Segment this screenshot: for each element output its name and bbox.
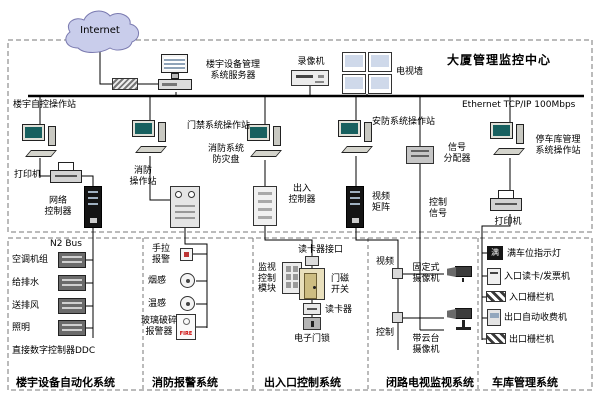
heat-label: 温感 (148, 299, 167, 309)
network-controller-label: 网络 控制器 (44, 196, 72, 217)
fire-alarm-box-icon: FIRE (176, 314, 196, 340)
door-lock-icon (303, 317, 321, 330)
fixed-camera-label: 固定式 摄像机 (412, 263, 440, 284)
bas-workstation-icon (22, 124, 58, 160)
video-connector-icon (392, 312, 403, 323)
full-sign-label: 满车位指示灯 (507, 249, 562, 259)
vcr-icon (291, 70, 329, 86)
ahu-label: 空调机组 (12, 255, 49, 265)
video-matrix-icon (346, 186, 364, 228)
access-station-label: 门禁系统操作站 (187, 121, 251, 131)
pull-alarm-icon (180, 248, 193, 261)
video-matrix-label: 视频 矩阵 (371, 192, 390, 213)
video-connector-icon (392, 268, 403, 279)
ventilation-label: 送排风 (12, 301, 40, 311)
access-footer: 出入口控制系统 (264, 376, 341, 389)
entry-barrier-icon (486, 291, 506, 302)
ahu-unit-icon (58, 252, 86, 268)
ventilation-unit-icon (58, 298, 86, 314)
door-lock-label: 电子门锁 (294, 334, 331, 344)
card-reader-icon (303, 303, 321, 315)
modem-icon (112, 78, 138, 90)
door-icon (299, 268, 325, 300)
ddc-label: 直接数字控制器DDC (12, 346, 96, 356)
glass-break-label: 玻璃破碎 报警器 (140, 316, 177, 337)
fire-panel-icon (170, 186, 200, 228)
monitor-module-icon (282, 262, 302, 294)
door-switch-label: 门磁 开关 (330, 274, 349, 295)
n2-bus-label: N2 Bus (50, 239, 82, 249)
pull-alarm-label: 手拉 报警 (151, 244, 170, 265)
internet-cloud: Internet (60, 8, 140, 56)
fire-station-label: 消防 操作站 (129, 166, 157, 187)
server-icon (158, 54, 196, 94)
exit-barrier-icon (486, 333, 506, 344)
entry-reader-icon (487, 268, 501, 285)
network-controller-icon (84, 186, 102, 228)
signal-splitter-label: 信号 分配器 (443, 143, 471, 164)
parking-station-label: 停车库管理 系统操作站 (535, 135, 581, 156)
control-center-frame (7, 39, 593, 233)
lighting-label: 照明 (12, 323, 31, 333)
printer-right-icon (490, 190, 524, 214)
cctv-footer: 闭路电视监视系统 (386, 376, 474, 389)
lighting-unit-icon (58, 320, 86, 336)
reader-interface-icon (305, 256, 319, 266)
water-label: 给排水 (12, 278, 40, 288)
vcr-label: 录像机 (297, 57, 325, 67)
subsystems-frame (7, 237, 593, 391)
exit-toll-label: 出口自动收费机 (504, 313, 568, 323)
printer-left-label: 打印机 (14, 170, 42, 180)
parking-workstation-icon (490, 122, 526, 158)
card-reader-label: 读卡器 (325, 305, 353, 315)
printer-left-icon (50, 162, 84, 186)
control-signal-label: 控制 信号 (428, 198, 447, 219)
security-workstation-icon (338, 120, 374, 156)
access-workstation-icon (247, 124, 283, 160)
water-unit-icon (58, 275, 86, 291)
entry-barrier-label: 入口栅栏机 (509, 293, 555, 303)
reader-interface-label: 读卡器接口 (298, 245, 344, 255)
fire-footer: 消防报警系统 (152, 376, 218, 389)
printer-right-label: 打印机 (494, 217, 522, 227)
center-title: 大厦管理监控中心 (447, 53, 552, 67)
access-controller-icon (253, 186, 277, 226)
tv-wall-icon (342, 52, 392, 94)
control-line-label: 控制 (376, 328, 395, 338)
exit-toll-icon (487, 309, 501, 326)
monitor-module-label: 监视 控制 模块 (257, 263, 276, 295)
full-sign-icon: 满 (487, 246, 503, 260)
ptz-camera-label: 带云台 摄像机 (412, 334, 440, 355)
ethernet-label: Ethernet TCP/IP 100Mbps (462, 100, 576, 110)
cloud-shape (65, 10, 139, 53)
fixed-camera-icon (444, 264, 474, 284)
internet-label: Internet (80, 25, 120, 36)
access-controller-label: 出入 控制器 (288, 184, 316, 205)
tv-wall-label: 电视墙 (396, 67, 424, 77)
ptz-camera-icon (444, 306, 474, 334)
heat-detector-icon (180, 296, 195, 311)
smoke-detector-icon (180, 273, 195, 288)
parking-footer: 车库管理系统 (492, 376, 558, 389)
fire-box-text: FIRE (179, 331, 193, 337)
fire-workstation-icon (132, 120, 168, 156)
bas-station-label: 楼宇自控操作站 (13, 100, 77, 110)
smoke-label: 烟感 (148, 276, 167, 286)
exit-barrier-label: 出口栅栏机 (509, 335, 555, 345)
server-label: 楼宇设备管理 系统服务器 (205, 60, 260, 81)
entry-reader-label: 入口读卡/发票机 (504, 272, 571, 282)
fire-panel-label: 消防系统 防灾盘 (207, 144, 244, 165)
signal-splitter-icon (406, 146, 434, 164)
bas-footer: 楼宇设备自动化系统 (16, 376, 115, 389)
wiring-lines (39, 52, 511, 350)
video-line-label: 视频 (376, 257, 395, 267)
security-station-label: 安防系统操作站 (372, 117, 436, 127)
